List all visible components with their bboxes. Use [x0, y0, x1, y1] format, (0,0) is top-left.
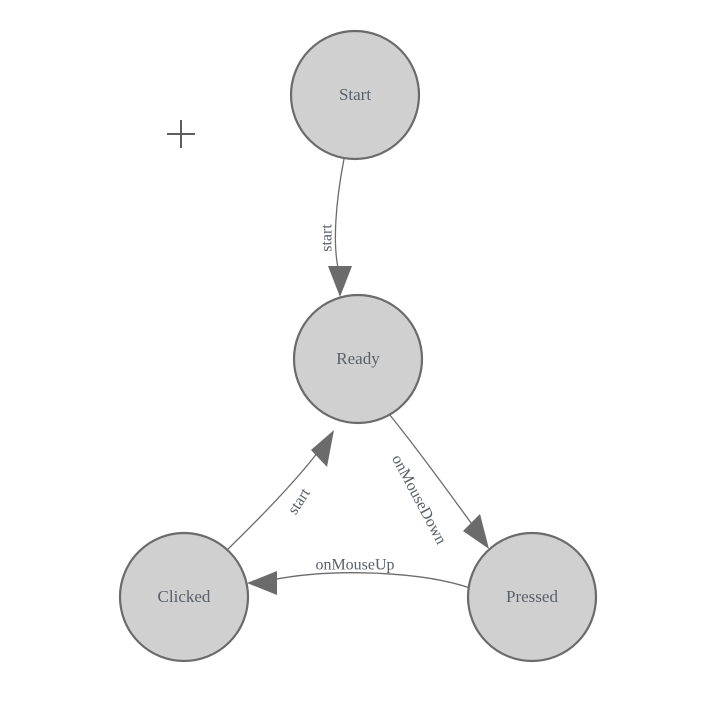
edge-label-start-1: start — [319, 224, 336, 252]
edge-start-to-ready[interactable]: start — [319, 158, 352, 297]
edge-path — [388, 413, 475, 528]
arrowhead-icon — [247, 571, 277, 595]
node-shape — [289, 29, 421, 161]
node-clicked[interactable]: Clicked — [118, 531, 250, 663]
edge-label-onmouseup: onMouseUp — [315, 557, 394, 574]
node-shape — [292, 293, 424, 425]
node-shape — [466, 531, 598, 663]
node-label: Pressed — [506, 587, 558, 606]
node-label: Clicked — [158, 587, 211, 606]
edge-pressed-to-clicked[interactable]: onMouseUp — [247, 557, 471, 595]
node-start[interactable]: Start — [289, 29, 421, 161]
node-ready[interactable]: Ready — [292, 293, 424, 425]
node-label: Ready — [336, 349, 380, 368]
edge-clicked-to-ready[interactable]: start — [225, 430, 334, 552]
node-shape — [118, 531, 250, 663]
arrowhead-icon — [311, 430, 334, 467]
arrowhead-icon — [328, 266, 352, 297]
edge-path — [225, 451, 319, 552]
edge-path — [334, 158, 345, 273]
edge-path — [271, 572, 471, 589]
edge-label-start-2: start — [285, 485, 315, 518]
edge-ready-to-pressed[interactable]: onMouseDown — [388, 413, 489, 549]
arrowhead-icon — [463, 514, 489, 549]
crosshair-icon — [167, 120, 195, 148]
node-pressed[interactable]: Pressed — [466, 531, 598, 663]
node-label: Start — [339, 85, 371, 104]
edge-label-onmousedown: onMouseDown — [388, 452, 449, 547]
